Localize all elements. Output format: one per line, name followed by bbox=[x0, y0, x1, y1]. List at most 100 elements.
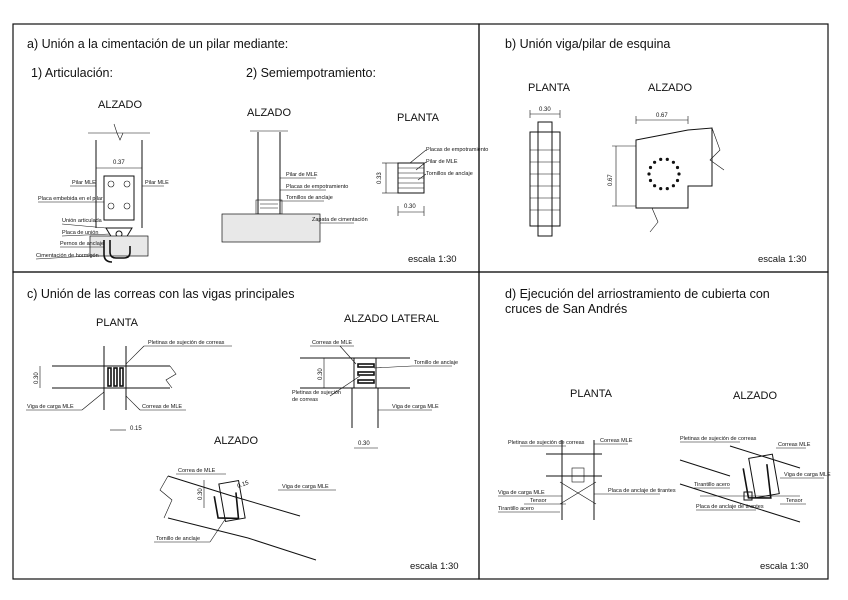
label-placa-embebida: Placa embebida en el pilar bbox=[38, 196, 103, 202]
label-d-alz-tirantillo: Tirantillo acero bbox=[694, 482, 730, 488]
bolt-ring bbox=[647, 157, 681, 191]
b-alzado-drawing: 0.67 0.67 bbox=[608, 113, 725, 233]
bolt-dot bbox=[659, 157, 663, 161]
label-d-alz-correas: Correas MLE bbox=[778, 442, 811, 448]
label-tornillos-anclaje: Tornillos de anclaje bbox=[286, 195, 333, 201]
panel-c-title: c) Unión de las correas con las vigas pr… bbox=[27, 287, 295, 301]
panel-b-planta: PLANTA bbox=[528, 82, 571, 94]
panel-b-alzado: ALZADO bbox=[648, 82, 692, 94]
bolt-dot bbox=[648, 178, 653, 183]
panel-b-scale: escala 1:30 bbox=[758, 254, 807, 265]
panel-a-title: a) Unión a la cimentación de un pilar me… bbox=[27, 37, 288, 51]
panel-d: d) Ejecución del arriostramiento de cubi… bbox=[498, 287, 831, 572]
label-d-correas: Correas MLE bbox=[600, 438, 633, 444]
label-placa-union: Placa de unión bbox=[62, 230, 98, 236]
bolt-dot bbox=[659, 187, 663, 191]
label-planta-pilar: Pilar de MLE bbox=[426, 159, 458, 165]
panel-a-scale: escala 1:30 bbox=[408, 254, 457, 265]
dim-c-015c: 0.15 bbox=[237, 480, 251, 490]
panel-a-sub1: 1) Articulación: bbox=[31, 66, 113, 80]
c-alzado-drawing: 0.30 0.15 Correa de MLE Viga de carga ML… bbox=[154, 468, 336, 561]
label-d-alz-pletinas: Pletinas de sujeción de correas bbox=[680, 436, 757, 442]
label-d-viga: Viga de carga MLE bbox=[498, 490, 545, 496]
bolt-dot bbox=[647, 172, 651, 176]
dim-c-030a: 0.30 bbox=[34, 372, 40, 384]
dim-b-030: 0.30 bbox=[539, 107, 551, 113]
panel-frame-d bbox=[478, 271, 829, 580]
bolt-dot bbox=[653, 184, 657, 188]
label-pernos: Pernos de anclaje bbox=[60, 241, 104, 247]
c-alzado-lateral-drawing: 0.30 0.30 Correas de MLE Tornillo de anc… bbox=[292, 340, 458, 449]
panel-a-planta: PLANTA bbox=[397, 112, 440, 124]
label-pilar-mle: Pilar MLE bbox=[72, 180, 96, 186]
label-c-pletinas2b: de correas bbox=[292, 397, 318, 403]
bolt-dot bbox=[665, 187, 669, 191]
bolt-dot bbox=[677, 172, 681, 176]
label-c-viga-carga: Viga de carga MLE bbox=[27, 404, 74, 410]
dim-b-067-w: 0.67 bbox=[656, 113, 668, 119]
label-d-placa: Placa de anclaje de tirantes bbox=[608, 488, 676, 494]
label-c-viga-carga2: Viga de carga MLE bbox=[392, 404, 439, 410]
dim-c-030b: 0.30 bbox=[318, 368, 324, 380]
label-d-pletinas: Pletinas de sujeción de correas bbox=[508, 440, 585, 446]
dim-c-015a: 0.15 bbox=[130, 426, 142, 432]
bolt-dot bbox=[648, 165, 653, 170]
panel-d-title-line1: d) Ejecución del arriostramiento de cubi… bbox=[505, 287, 770, 301]
panel-b-title: b) Unión viga/pilar de esquina bbox=[505, 37, 670, 51]
panel-b: b) Unión viga/pilar de esquina PLANTA AL… bbox=[505, 37, 807, 265]
label-planta-tornillos: Tornillos de anclaje bbox=[426, 171, 473, 177]
panel-d-title-line2: cruces de San Andrés bbox=[505, 302, 627, 316]
label-c-viga-carga3: Viga de carga MLE bbox=[282, 484, 329, 490]
panel-d-scale: escala 1:30 bbox=[760, 561, 809, 572]
b-planta-drawing: 0.30 bbox=[529, 107, 561, 237]
panel-frame-b bbox=[478, 23, 829, 273]
label-cimentacion: Cimentación de hormigón bbox=[36, 253, 99, 259]
label-placas-empotramiento: Placas de empotramiento bbox=[286, 184, 348, 190]
bolt-dot bbox=[675, 165, 680, 170]
label-c-tornillo: Tornillo de anclaje bbox=[414, 360, 458, 366]
semi-alzado-drawing: Pilar de MLE Placas de empotramiento Tor… bbox=[221, 130, 368, 243]
dim-b-067-h: 0.67 bbox=[608, 174, 614, 186]
bolt-dot bbox=[671, 184, 676, 188]
dim-033: 0.33 bbox=[377, 172, 383, 184]
articulation-drawing: 0.37 Pilar MLE Placa embebida en el pila… bbox=[35, 123, 169, 263]
panel-c-scale: escala 1:30 bbox=[410, 561, 459, 572]
panel-c-alzado-lateral: ALZADO LATERAL bbox=[344, 313, 439, 325]
c-planta-drawing: 0.30 0.15 Pletinas de sujeción de correa… bbox=[26, 340, 232, 432]
panel-c-alzado: ALZADO bbox=[214, 435, 258, 447]
panel-a-alzado2: ALZADO bbox=[247, 107, 291, 119]
label-d-alz-tensor: Tensor bbox=[786, 498, 803, 504]
panel-a-sub2: 2) Semiempotramiento: bbox=[246, 66, 376, 80]
bolt-dot bbox=[665, 157, 669, 161]
bolt-dot bbox=[671, 160, 676, 164]
panel-d-planta: PLANTA bbox=[570, 388, 613, 400]
panel-c: c) Unión de las correas con las vigas pr… bbox=[26, 287, 459, 572]
label-d-alz-placa: Placa de anclaje de tirantes bbox=[696, 504, 764, 510]
d-alzado-drawing: Pletinas de sujeción de correas Correas … bbox=[679, 436, 831, 523]
panel-a-alzado1: ALZADO bbox=[98, 99, 142, 111]
semi-planta-drawing: 0.33 0.30 Placas de empotramiento Pilar … bbox=[377, 147, 488, 216]
d-planta-drawing: Pletinas de sujeción de correas Correas … bbox=[498, 438, 676, 520]
label-d-tirantillo: Tirantillo acero bbox=[498, 506, 534, 512]
label-pilar-de-mle: Pilar de MLE bbox=[286, 172, 318, 178]
label-d-tensor: Tensor bbox=[530, 498, 547, 504]
label-c-correa3: Correa de MLE bbox=[178, 468, 216, 474]
dim-c-030c: 0.30 bbox=[198, 488, 204, 500]
label-planta-placas: Placas de empotramiento bbox=[426, 147, 488, 153]
label-zapata: Zapata de cimentación bbox=[312, 217, 368, 223]
label-c-pletinas2a: Pletinas de sujeción bbox=[292, 390, 341, 396]
panel-a: a) Unión a la cimentación de un pilar me… bbox=[27, 37, 488, 265]
bolt-dot bbox=[653, 160, 657, 164]
dim-c-030bw: 0.30 bbox=[358, 441, 370, 447]
dim-037: 0.37 bbox=[113, 160, 125, 166]
label-c-correas: Correas de MLE bbox=[142, 404, 182, 410]
panel-c-planta: PLANTA bbox=[96, 317, 139, 329]
label-c-correas2: Correas de MLE bbox=[312, 340, 352, 346]
label-pilar-mle-right: Pilar MLE bbox=[145, 180, 169, 186]
label-c-pletinas: Pletinas de sujeción de correas bbox=[148, 340, 225, 346]
label-union-articulada: Unión articulada bbox=[62, 218, 103, 224]
bolt-dot bbox=[675, 178, 680, 183]
label-c-tornillo3: Tornillo de anclaje bbox=[156, 536, 200, 542]
panel-d-alzado: ALZADO bbox=[733, 390, 777, 402]
